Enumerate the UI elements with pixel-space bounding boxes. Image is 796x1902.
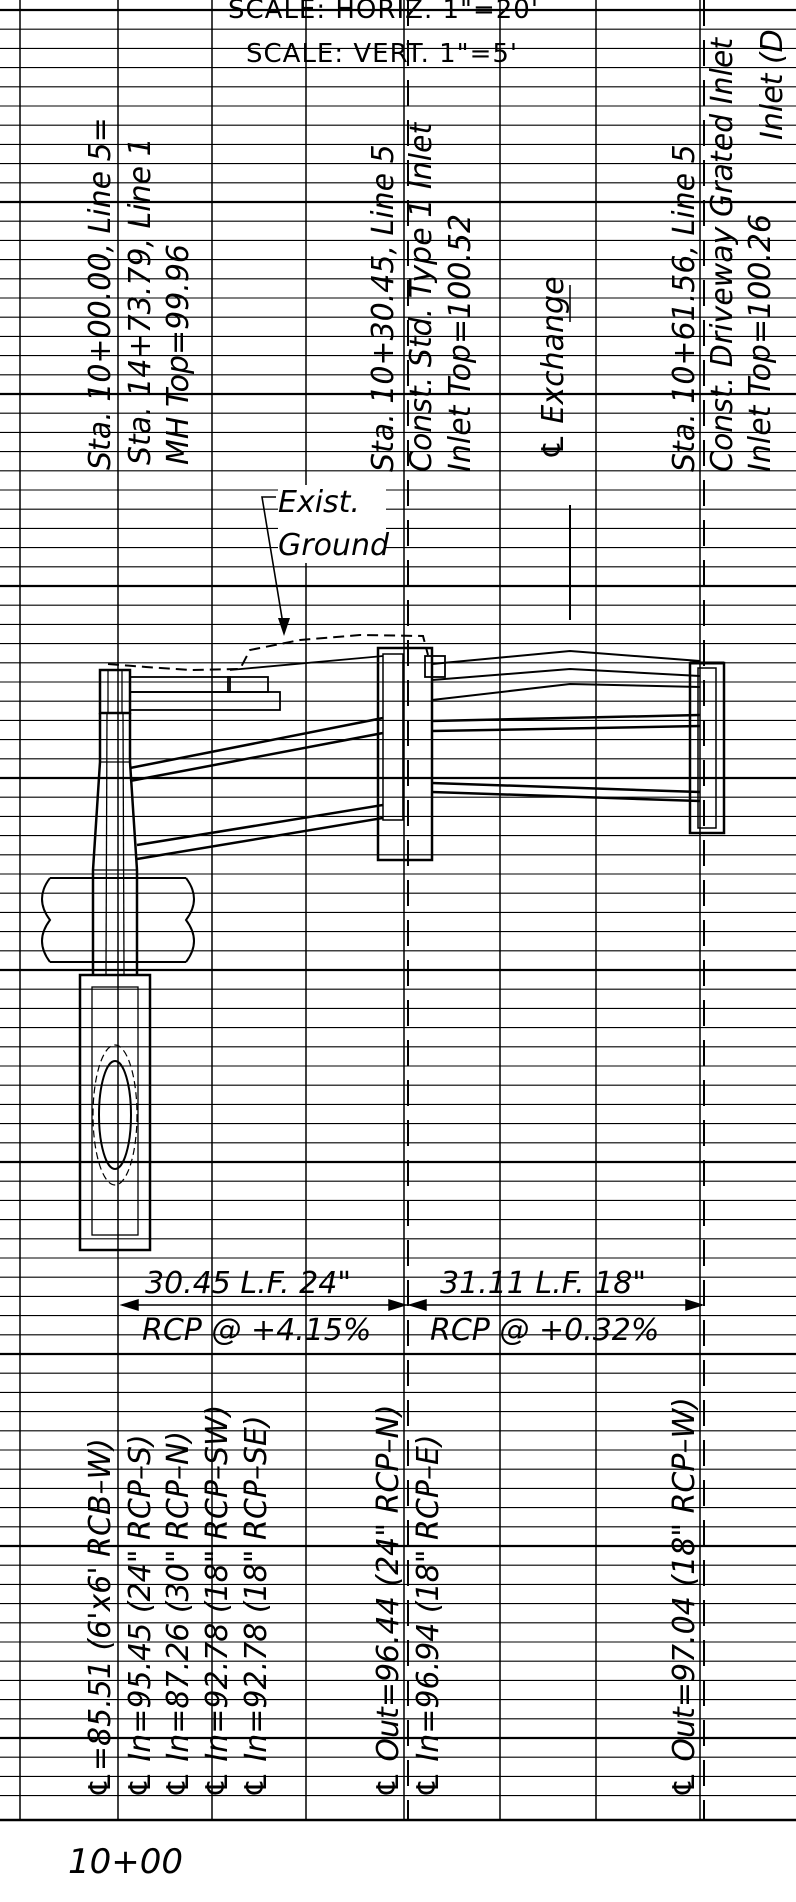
flowline-in-18-e: ℄ In=96.94 (18" RCP–E)	[411, 1434, 446, 1798]
manhole-structure	[78, 668, 152, 1252]
exist-ground-label-mask	[278, 485, 386, 563]
flowline-in-30-n: ℄ In=87.26 (30" RCP–N)	[161, 1431, 196, 1798]
profile-grid	[0, 0, 796, 1822]
flowline-in-24-s: ℄ In=95.45 (24" RCP–S)	[123, 1434, 158, 1798]
exchange-centerline-label: ℄ Exchange	[536, 276, 571, 460]
scale-horiz-text: SCALE: HORIZ. 1"=20'	[228, 0, 539, 25]
flowline-in-18-se: ℄ In=92.78 (18" RCP–SE)	[239, 1415, 274, 1798]
station-label: 10+00	[68, 1842, 184, 1882]
inlet2-station-line1: Sta. 10+61.56, Line 5	[667, 144, 702, 472]
inlet2-station-line2: Const. Driveway Grated Inlet	[705, 37, 740, 472]
dimension-lines	[119, 1298, 705, 1312]
driveway-inlet-structure	[688, 661, 726, 835]
existing-ground-profile	[107, 633, 429, 672]
pipe-18in-profile	[431, 649, 701, 803]
mh-station-line1: Sta. 10+00.00, Line 5=	[83, 117, 118, 470]
pipe2-length-label: 31.11 L.F. 18"	[440, 1266, 646, 1301]
pipe-24in-profile	[129, 655, 384, 861]
exist-ground-label-2: Ground	[278, 528, 390, 563]
exist-ground-label-1: Exist.	[278, 485, 360, 520]
exist-ground-leader	[261, 496, 285, 631]
flowline-manhole-rcb: ℄=85.51 (6'x6' RCB–W)	[83, 1438, 118, 1798]
pipe2-slope-label: RCP @ +0.32%	[430, 1313, 659, 1348]
inlet1-station-line2: Const. Std. Type 1 Inlet	[404, 122, 439, 472]
pipe-30in-stub	[41, 877, 195, 963]
flowline-out-24-n: ℄ Out=96.44 (24" RCP–N)	[371, 1404, 406, 1798]
top-right-fragment: Inlet (D	[755, 29, 790, 140]
inlet2-top-elevation: Inlet Top=100.26	[743, 214, 778, 472]
inlet1-top-elevation: Inlet Top=100.52	[443, 214, 478, 472]
pipe1-slope-label: RCP @ +4.15%	[142, 1313, 371, 1348]
exist-ground-leader-arrow	[278, 618, 290, 636]
inlet-type1-structure	[376, 646, 446, 862]
flowline-in-18-sw: ℄ In=92.78 (18" RCP–SW)	[200, 1405, 235, 1798]
mh-station-line2: Sta. 14+73.79, Line 1	[123, 137, 158, 465]
pipe1-length-label: 30.45 L.F. 24"	[145, 1266, 351, 1301]
flowline-out-18-w: ℄ Out=97.04 (18" RCP–W)	[667, 1397, 702, 1798]
mh-top-elevation: MH Top=99.96	[161, 244, 196, 465]
scale-vert-text: SCALE: VERT. 1"=5'	[246, 39, 518, 69]
inlet1-station-line1: Sta. 10+30.45, Line 5	[366, 144, 401, 472]
